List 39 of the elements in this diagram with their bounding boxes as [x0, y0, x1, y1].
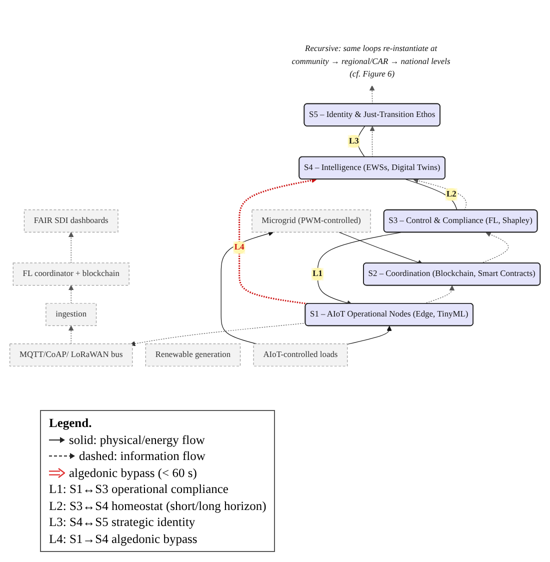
dashed-arrow: [68, 325, 74, 344]
arrow: [317, 232, 402, 306]
loop-badge: L4: [233, 241, 246, 254]
layer-box: S1 – AIoT Operational Nodes (Edge, TinyML): [304, 302, 474, 326]
component-box: Renewable generation: [145, 344, 241, 366]
component-box: Microgrid (PWM-controlled): [252, 210, 371, 232]
dashed-arrow: [238, 178, 317, 305]
dashed-arrow: [369, 85, 375, 104]
dashed-arrow: [68, 285, 74, 304]
dashed-arrow: [424, 285, 455, 304]
legend-text: L4: S1→S4 algedonic bypass: [49, 530, 198, 547]
dashed-arrow: [413, 178, 467, 210]
component-box: FAIR SDI dashboards: [24, 210, 118, 232]
dashed-arrow: [130, 322, 306, 346]
legend-text: L3: S4↔S5 strategic identity: [49, 514, 196, 530]
layer-box: S4 – Intelligence (EWSs, Digital Twins): [298, 156, 446, 180]
connector-line: [405, 179, 458, 210]
dashed-arrow: [480, 232, 509, 264]
legend-text: dashed: information flow: [79, 448, 206, 464]
legend-text: algedonic bypass (< 60 s): [69, 464, 197, 481]
component-box: AIoT-controlled loads: [253, 344, 348, 366]
arrow: [338, 232, 424, 265]
component-box: MQTT/CoAP/ LoRaWAN bus: [10, 344, 133, 366]
layer-box: S3 – Control & Compliance (FL, Shapley): [383, 209, 538, 233]
loop-badge: L2: [445, 188, 458, 201]
dashed-arrow: [370, 126, 375, 158]
layer-box: S2 – Coordination (Blockchain, Smart Contracts): [363, 262, 541, 286]
component-box: FL coordinator + blockchain: [12, 262, 130, 286]
legend-text: L2: S3↔S4 homeostat (short/long horizon): [49, 498, 266, 514]
component-box: ingestion: [46, 303, 97, 326]
arrow: [347, 326, 392, 345]
legend-text: solid: physical/energy flow: [69, 432, 205, 448]
loop-badge: L3: [348, 135, 360, 148]
legend-title: Legend.: [49, 415, 92, 432]
loop-badge: L1: [311, 268, 324, 280]
dashed-arrow: [68, 232, 74, 264]
legend-text: L1: S1↔S3 operational compliance: [49, 481, 228, 498]
layer-box: S5 – Identity & Just-Transition Ethos: [304, 103, 440, 126]
arrow: [220, 230, 274, 344]
